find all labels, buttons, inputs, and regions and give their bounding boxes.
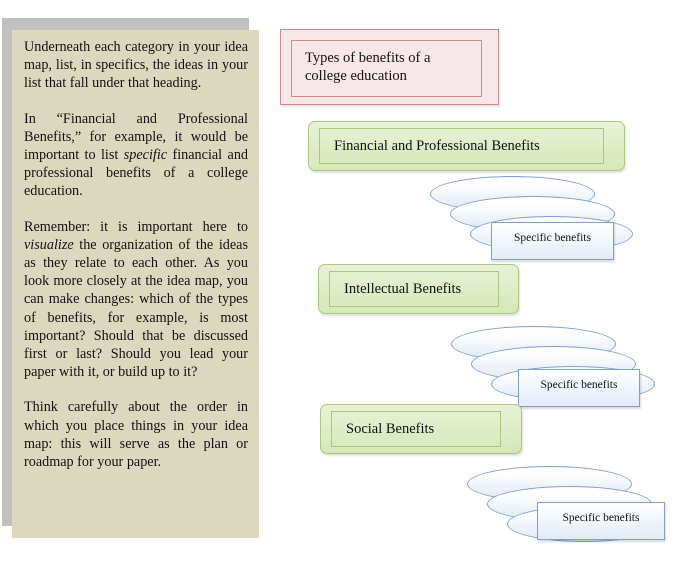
title-box	[280, 29, 499, 105]
paragraph-2: In “Financial and Professional Benefits,…	[24, 110, 249, 200]
category-label-social: Social Benefits	[331, 411, 501, 447]
category-box-social	[320, 404, 522, 454]
paragraph-4: Think carefully about the order in which…	[24, 399, 248, 471]
paragraph-1: Underneath each category in your idea ma…	[24, 39, 248, 92]
diagram-title: Types of benefits of a college education	[291, 40, 482, 97]
category-label-intellectual: Intellectual Benefits	[329, 271, 499, 307]
detail-label-intellectual: Specific benefits	[518, 369, 640, 407]
category-box-financial	[308, 121, 625, 171]
instruction-panel: Underneath each category in your idea ma…	[12, 30, 259, 538]
paragraph-3: Remember: it is important here to visual…	[24, 218, 248, 381]
detail-label-financial: Specific benefits	[491, 222, 614, 260]
detail-label-social: Specific benefits	[537, 502, 665, 540]
category-box-intellectual	[318, 264, 519, 314]
category-label-financial: Financial and Professional Benefits	[319, 128, 604, 164]
